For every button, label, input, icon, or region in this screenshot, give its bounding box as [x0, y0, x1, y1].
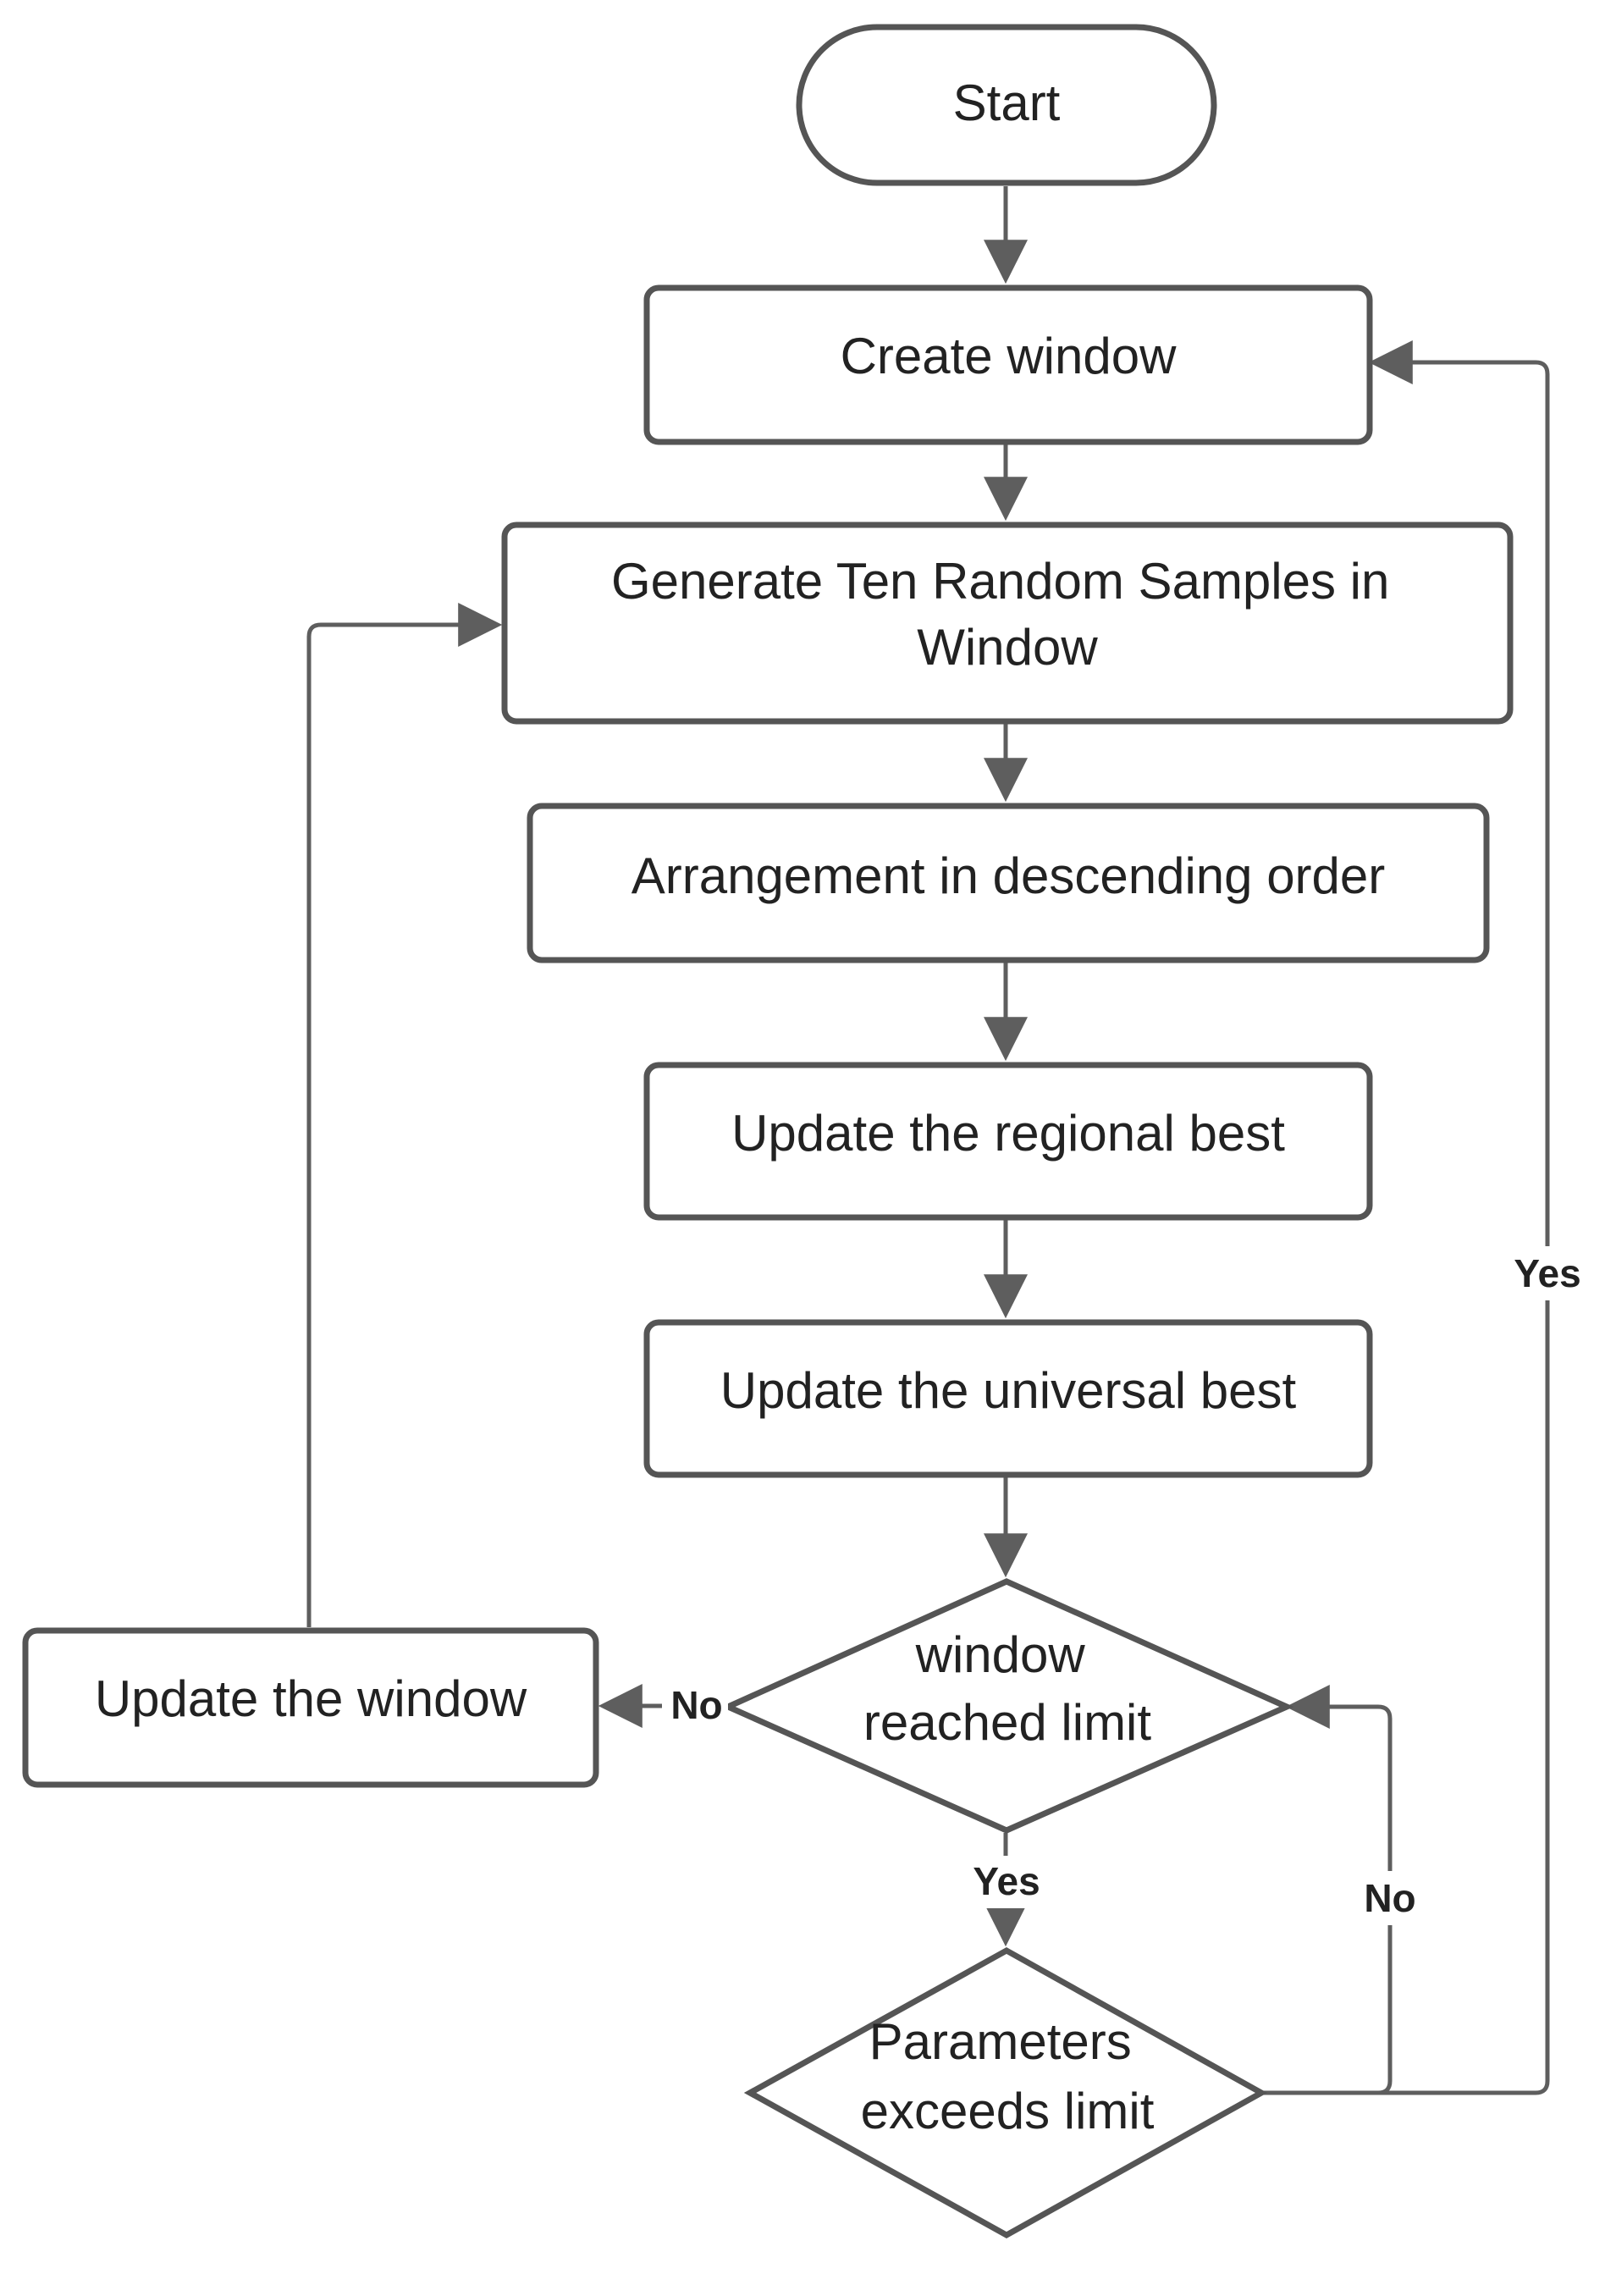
- create-window-box: [643, 284, 1373, 445]
- svg-text:Parameters exceeds limit: Parameters exceeds limit: [861, 2013, 1155, 2139]
- svg-text:Arrangement in descending orde: Arrangement in descending order: [632, 847, 1386, 904]
- generate-samples-label-line-1: Generate Ten Random Samples in: [611, 553, 1389, 610]
- edge-label-params-limit-yes: Yes: [1514, 1251, 1580, 1295]
- svg-text:Update the regional best: Update the regional best: [731, 1105, 1285, 1162]
- arrangement-label: Arrangement in descending order: [632, 847, 1386, 904]
- arrangement-box: [527, 803, 1490, 963]
- node-generate-samples: Generate Ten Random Samples in Window: [501, 522, 1514, 725]
- svg-text:Create window: Create window: [841, 328, 1178, 384]
- svg-text:Generate Ten Random Samples in: Generate Ten Random Samples in Window: [611, 553, 1404, 676]
- node-window-limit: window reached limit: [720, 1578, 1294, 1834]
- window-limit-decision-shape: [720, 1578, 1294, 1834]
- update-universal-label: Update the universal best: [720, 1362, 1297, 1419]
- create-window-label: Create window: [841, 328, 1178, 384]
- node-start: Start: [796, 24, 1217, 186]
- node-update-regional: Update the regional best: [643, 1062, 1373, 1221]
- svg-text:Start: Start: [953, 75, 1061, 131]
- arrow-params-limit-yes-to-create-window: [1368, 340, 1550, 2095]
- start-terminal-shape: [796, 24, 1217, 186]
- generate-samples-box: [501, 522, 1514, 725]
- node-update-universal: Update the universal best: [643, 1319, 1373, 1478]
- params-limit-label-line-2: exceeds limit: [861, 2083, 1155, 2139]
- label-bg-window-limit-no: [664, 1676, 728, 1727]
- window-limit-label-line-2: reached limit: [863, 1694, 1151, 1751]
- update-regional-box: [643, 1062, 1373, 1221]
- svg-text:Update the universal best: Update the universal best: [720, 1362, 1297, 1419]
- connectors: [306, 186, 1550, 2095]
- generate-samples-label-line-2: Window: [917, 619, 1098, 676]
- label-bg-window-limit-yes: [965, 1856, 1050, 1908]
- params-limit-label-line-1: Parameters: [869, 2013, 1132, 2070]
- node-params-limit: Parameters exceeds limit: [743, 1946, 1268, 2239]
- node-create-window: Create window: [643, 284, 1373, 445]
- update-regional-label: Update the regional best: [731, 1105, 1285, 1162]
- update-window-box: [22, 1627, 599, 1788]
- node-update-window: Update the window: [22, 1627, 599, 1788]
- label-bg-params-limit-no: [1356, 1871, 1424, 1925]
- update-universal-box: [643, 1319, 1373, 1478]
- svg-text:Update the window: Update the window: [95, 1670, 527, 1727]
- start-label: Start: [953, 75, 1061, 131]
- edge-label-params-limit-no: No: [1364, 1876, 1415, 1920]
- edge-labels: No Yes No Yes: [664, 1246, 1591, 1925]
- svg-text:window reached limit: window reached limit: [863, 1626, 1151, 1751]
- arrow-update-window-loop-to-generate-samples: [306, 603, 503, 1627]
- node-arrangement: Arrangement in descending order: [527, 803, 1490, 963]
- label-bg-params-limit-yes: [1503, 1246, 1591, 1300]
- window-limit-label-line-1: window: [915, 1626, 1086, 1683]
- edge-label-window-limit-no: No: [670, 1683, 722, 1727]
- update-window-label: Update the window: [95, 1670, 527, 1727]
- params-limit-decision-shape: [743, 1946, 1268, 2239]
- edge-label-window-limit-yes: Yes: [973, 1859, 1040, 1903]
